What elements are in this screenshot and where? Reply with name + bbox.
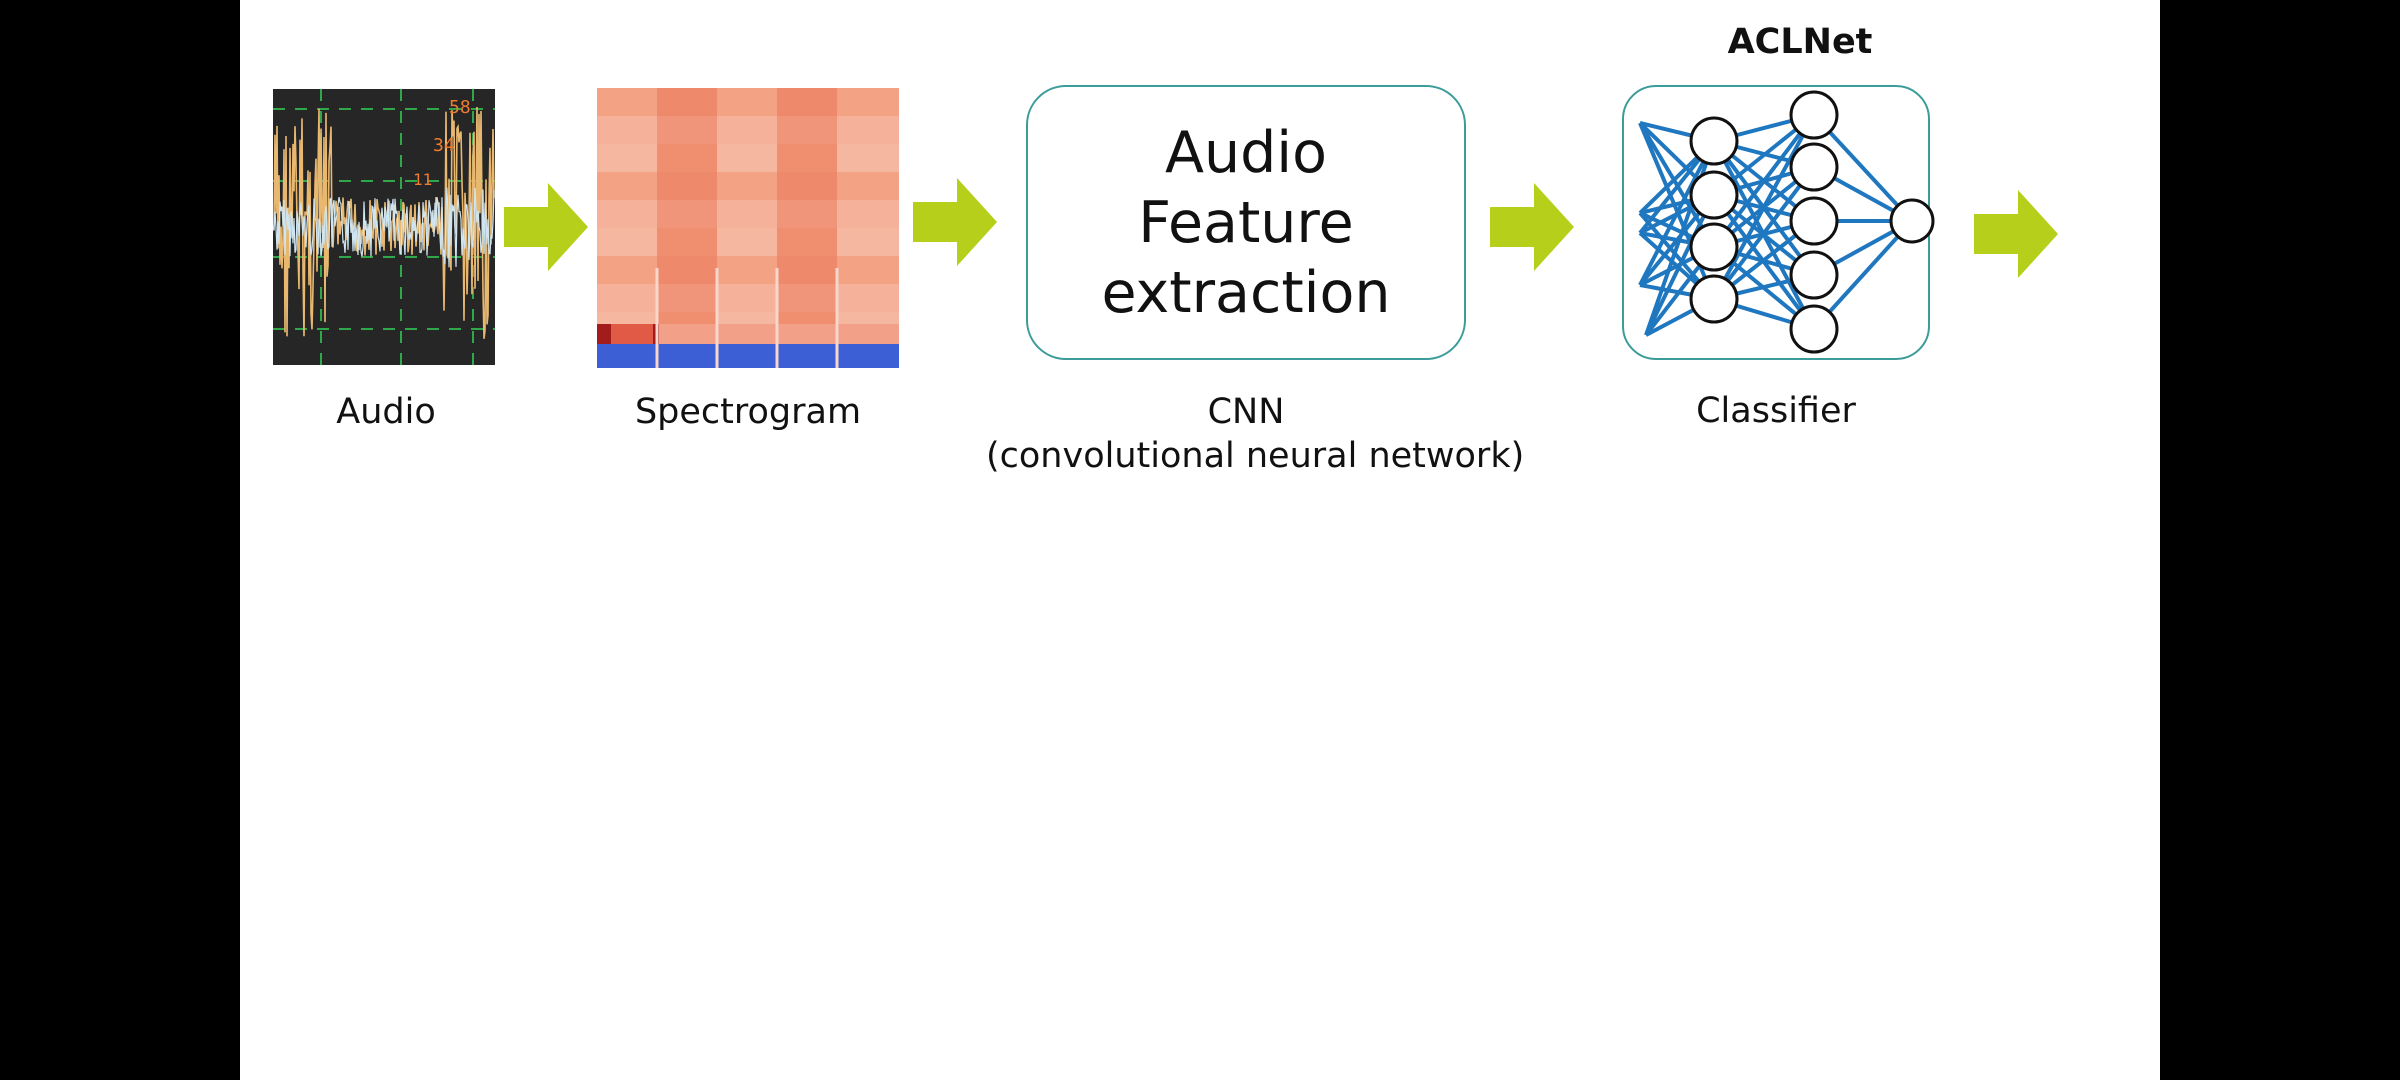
- waveform-graphic: 58 34 11: [273, 89, 495, 365]
- spectrogram-cell: [777, 228, 839, 257]
- network-node: [1789, 142, 1839, 192]
- network-node: [1789, 304, 1839, 354]
- spectrogram-cell: [657, 88, 719, 117]
- audio-label: Audio: [336, 392, 436, 432]
- spectrogram-cell: [717, 144, 779, 173]
- spectrogram-cell: [659, 324, 899, 344]
- spectrogram-cell: [657, 284, 719, 313]
- spectrogram-cell: [777, 256, 839, 285]
- spectrogram-cell: [837, 88, 899, 117]
- spectrogram-cell: [837, 144, 899, 173]
- spectrogram-cell: [717, 256, 779, 285]
- spectrogram-cell: [777, 144, 839, 173]
- classifier-label: Classifier: [1696, 391, 1856, 431]
- spectrogram-cell: [597, 324, 611, 344]
- spectrogram-cell: [597, 324, 659, 344]
- spectrogram-image: [597, 88, 899, 378]
- network-edge: [1712, 165, 1816, 301]
- readout-58: 58: [449, 97, 471, 118]
- spectrogram-cell: [657, 228, 719, 257]
- spectrogram-cell: [717, 88, 779, 117]
- spectrogram-cell: [837, 256, 899, 285]
- spectrogram-cell: [837, 284, 899, 313]
- spectrogram-cell: [657, 172, 719, 201]
- network-node: [1689, 116, 1739, 166]
- readout-11: 11: [413, 170, 432, 189]
- spectrogram-cell: [777, 200, 839, 229]
- network-node: [1789, 196, 1839, 246]
- spectrogram-cell: [657, 144, 719, 173]
- spectrogram-cell: [597, 116, 659, 145]
- spectrogram-cell: [777, 88, 839, 117]
- arrow-icon: [1490, 183, 1574, 271]
- spectrogram-label: Spectrogram: [634, 392, 862, 432]
- slide-canvas: ACLNet 58 34 11 Audio Spectrogram: [240, 0, 2160, 1080]
- network-edges: [1638, 113, 1914, 337]
- neural-network-icon: [1638, 90, 1935, 354]
- network-node: [1789, 250, 1839, 300]
- network-edge: [1712, 113, 1816, 249]
- cnn-label: CNN: [1207, 392, 1285, 432]
- waveform-trace-secondary: [273, 187, 495, 268]
- waveform-trace: [273, 106, 495, 339]
- readout-34: 34: [433, 135, 455, 156]
- audio-waveform-image: 58 34 11: [273, 89, 495, 365]
- network-output-node: [1889, 198, 1935, 244]
- spectrogram-cell: [717, 172, 779, 201]
- spectrogram-cell: [657, 256, 719, 285]
- spectrogram-cell: [597, 144, 659, 173]
- network-node: [1689, 222, 1739, 272]
- spectrogram-cell: [777, 284, 839, 313]
- spectrogram-cell: [657, 200, 719, 229]
- spectrogram-cell: [717, 200, 779, 229]
- spectrogram-graphic: [597, 88, 899, 368]
- spectrogram-cell: [597, 228, 659, 257]
- spectrogram-cell: [597, 256, 659, 285]
- network-edge: [1712, 114, 1816, 300]
- spectrogram-cell: [717, 228, 779, 257]
- arrow-icon: [1974, 190, 2058, 278]
- spectrogram-cell: [837, 172, 899, 201]
- network-node: [1689, 274, 1739, 324]
- network-edge: [1644, 194, 1716, 336]
- diagram-title: ACLNet: [1727, 22, 1873, 62]
- spectrogram-cell: [597, 284, 659, 313]
- spectrogram-band: [597, 344, 899, 368]
- network-node: [1789, 90, 1839, 140]
- spectrogram-cell: [597, 88, 659, 117]
- arrow-icon: [913, 178, 997, 266]
- network-node: [1689, 170, 1739, 220]
- spectrogram-cell: [597, 200, 659, 229]
- cnn-box-line-3: extraction: [1101, 259, 1391, 326]
- spectrogram-cell: [837, 228, 899, 257]
- cnn-box-line-2: Feature: [1138, 189, 1354, 256]
- spectrogram-cell: [777, 116, 839, 145]
- network-nodes: [1689, 90, 1935, 354]
- spectrogram-cell: [657, 116, 719, 145]
- spectrogram-cell: [597, 172, 659, 201]
- feature-extraction-box: Audio Feature extraction: [1026, 85, 1466, 360]
- spectrogram-cell: [837, 116, 899, 145]
- spectrogram-cell: [777, 172, 839, 201]
- cnn-box-line-1: Audio: [1164, 119, 1327, 186]
- spectrogram-cell: [717, 116, 779, 145]
- spectrogram-cell: [837, 200, 899, 229]
- classifier-network-box: [1622, 85, 1935, 360]
- network-edge: [1638, 140, 1716, 286]
- spectrogram-cell: [717, 284, 779, 313]
- cnn-full-name-label: (convolutional neural network): [986, 436, 1525, 476]
- arrow-icon: [504, 183, 588, 271]
